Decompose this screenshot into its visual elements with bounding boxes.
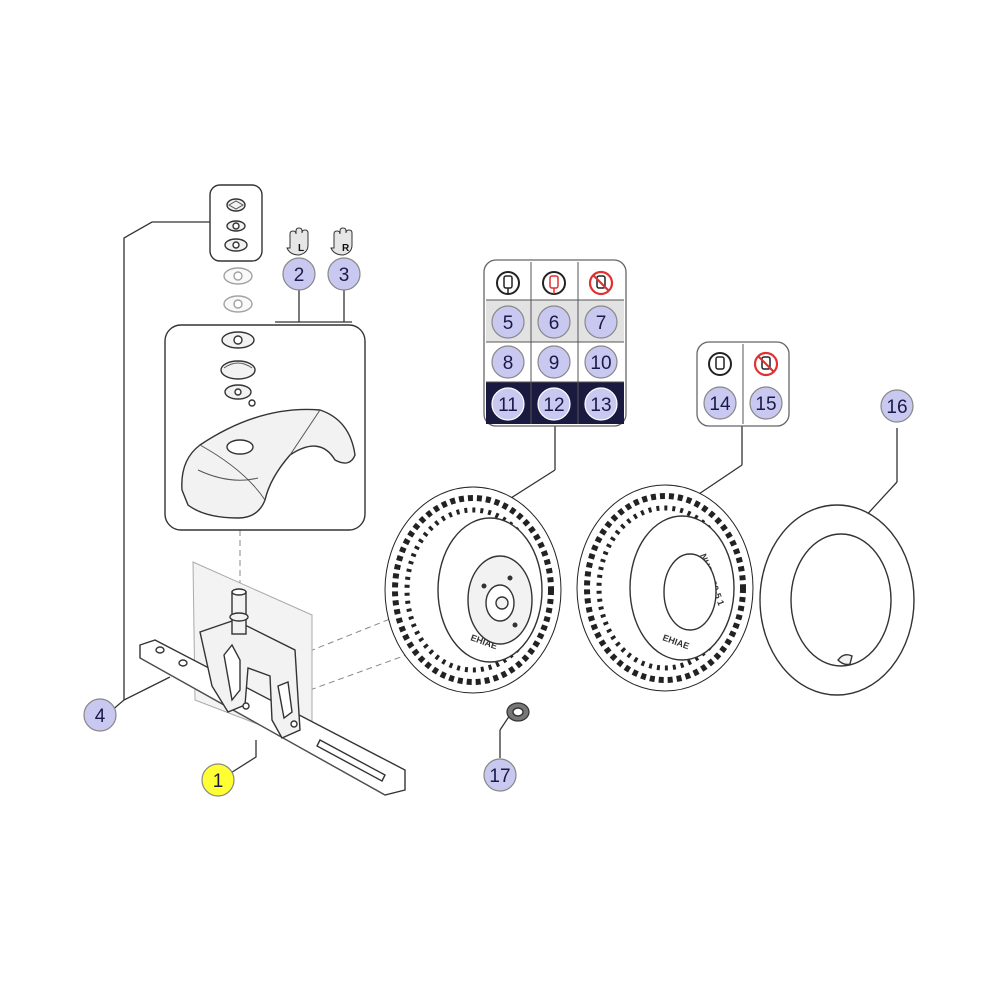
inner-tube: [759, 504, 915, 696]
no-tube-icon: [588, 270, 614, 296]
callout-label: 11: [498, 395, 518, 416]
callout-bubble: [880, 389, 914, 423]
callout-4: 4: [83, 698, 117, 732]
callout-label: 7: [596, 313, 607, 334]
callout-6: 6: [537, 305, 571, 339]
callout-bubble: [537, 305, 571, 339]
callout-label: 13: [590, 395, 611, 416]
valve-icon: [496, 271, 520, 295]
callout-16: 16: [880, 389, 914, 423]
callout-bubble: [201, 763, 235, 797]
callout-11: 11: [491, 387, 525, 421]
callout-5: 5: [491, 305, 525, 339]
callout-label: 6: [549, 313, 560, 334]
callout-label: 14: [709, 394, 731, 415]
callout-14: 14: [703, 386, 737, 420]
callout-bubble: [483, 758, 517, 792]
right-hand-icon: R: [330, 227, 353, 256]
callout-12: 12: [537, 387, 571, 421]
callout-bubble: [584, 345, 618, 379]
callout-label: 2: [294, 265, 305, 286]
hardware-stack-box: [209, 184, 263, 262]
callout-15: 15: [749, 386, 783, 420]
callout-10: 10: [584, 345, 618, 379]
wheel-with-rim: NHS 4.00-5 1 EHIAE: [384, 486, 562, 694]
bearing: [506, 702, 530, 722]
callout-bubble: [537, 345, 571, 379]
callout-label: 4: [95, 706, 106, 727]
callout-label: 8: [503, 353, 514, 374]
callout-bubble: [282, 257, 316, 291]
callout-17: 17: [483, 758, 517, 792]
callout-1: 1: [201, 763, 235, 797]
callout-bubble: [491, 305, 525, 339]
callout-7: 7: [584, 305, 618, 339]
valve-icon: [708, 352, 732, 376]
hand-right-label: R: [342, 243, 350, 254]
callout-9: 9: [537, 345, 571, 379]
callout-bubble: [327, 257, 361, 291]
callout-bubble: [491, 345, 525, 379]
callout-2: 2: [282, 257, 316, 291]
callout-bubble: [703, 386, 737, 420]
tire-no-rim: NHS 4.00-5 1 EHIAE: [576, 484, 754, 692]
hand-left-label: L: [298, 243, 304, 254]
callout-bubble: [83, 698, 117, 732]
callout-bubble: [491, 387, 525, 421]
callout-label: 16: [886, 397, 907, 418]
callout-8: 8: [491, 345, 525, 379]
callout-bubble: [584, 305, 618, 339]
callout-label: 3: [339, 265, 350, 286]
callout-label: 15: [755, 394, 776, 415]
callout-3: 3: [327, 257, 361, 291]
callout-bubble: [537, 387, 571, 421]
fork-assembly: [139, 561, 406, 796]
callout-label: 10: [590, 353, 611, 374]
callout-label: 9: [549, 353, 560, 374]
callout-bubble: [584, 387, 618, 421]
left-hand-icon: L: [286, 227, 309, 256]
callout-label: 5: [503, 313, 514, 334]
valve-red-icon: [542, 271, 566, 295]
callout-13: 13: [584, 387, 618, 421]
washer-stack-faded: [223, 267, 253, 313]
fender-box: [164, 324, 366, 531]
callout-label: 1: [213, 771, 224, 792]
callout-bubble: [749, 386, 783, 420]
callout-label: 17: [489, 766, 510, 787]
no-tube-icon: [753, 351, 779, 377]
callout-label: 12: [543, 395, 564, 416]
